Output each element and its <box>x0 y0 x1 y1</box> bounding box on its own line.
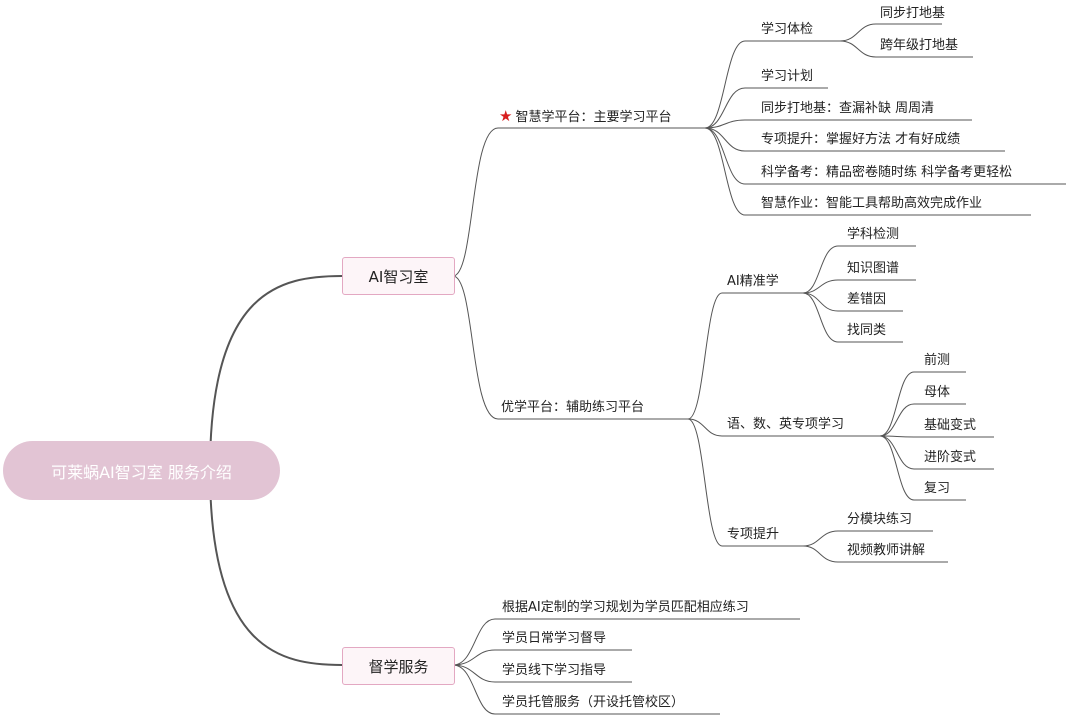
link-precise-1 <box>802 245 916 294</box>
topic-sup-plan[interactable]: 根据AI定制的学习规划为学员匹配相应练习 <box>502 599 749 617</box>
topic-homework-label: 智慧作业：智能工具帮助高效完成作业 <box>761 196 983 211</box>
topic-homework[interactable]: 智慧作业：智能工具帮助高效完成作业 <box>761 195 982 213</box>
topic-checkup-sync-label: 同步打地基 <box>880 6 946 21</box>
topic-sup-daily[interactable]: 学员日常学习督导 <box>502 630 606 648</box>
topic-exam-label: 科学备考：精品密卷随时练 科学备考更轻松 <box>761 165 1013 180</box>
topic-checkup-cross-label: 跨年级打地基 <box>880 38 959 53</box>
topic-special-video-label: 视频教师讲解 <box>847 543 926 558</box>
link-precise-4 <box>802 292 903 343</box>
topic-special-smart[interactable]: 专项提升：掌握好方法 才有好成绩 <box>761 131 960 149</box>
star-icon: ★ <box>499 107 513 125</box>
topic-subjects-review-label: 复习 <box>924 481 951 496</box>
topic-sync[interactable]: 同步打地基：查漏补缺 周周清 <box>761 100 934 118</box>
link-smart-special <box>704 127 1005 152</box>
root-topic[interactable]: 可莱蜗AI智习室 服务介绍 <box>3 441 280 500</box>
topic-precise-map[interactable]: 知识图谱 <box>847 260 899 278</box>
topic-precise-similar[interactable]: 找同类 <box>847 322 886 340</box>
link-youxue-special <box>687 418 803 547</box>
link-root-ai <box>209 275 343 471</box>
branch-ai-room-label: AI智习室 <box>368 267 429 286</box>
topic-subjects-parent-label: 母体 <box>924 385 951 400</box>
link-smart-checkup <box>704 40 840 129</box>
link-ai-youxue <box>452 275 688 420</box>
topic-special-youxue-label: 专项提升 <box>727 527 780 542</box>
topic-checkup[interactable]: 学习体检 <box>761 21 813 39</box>
branch-ai-room[interactable]: AI智习室 <box>342 257 455 295</box>
topic-subjects-pretest-label: 前测 <box>924 353 951 368</box>
topic-sup-offline[interactable]: 学员线下学习指导 <box>502 662 606 680</box>
topic-checkup-sync[interactable]: 同步打地基 <box>880 5 945 23</box>
topic-precise-similar-label: 找同类 <box>847 323 887 338</box>
topic-exam[interactable]: 科学备考：精品密卷随时练 科学备考更轻松 <box>761 164 1012 182</box>
link-subjects-5 <box>879 435 966 501</box>
topic-plan[interactable]: 学习计划 <box>761 68 813 86</box>
root-label: 可莱蜗AI智习室 服务介绍 <box>51 462 232 482</box>
link-sup-1 <box>452 618 800 666</box>
topic-precise-test[interactable]: 学科检测 <box>847 226 899 244</box>
link-smart-homework <box>704 127 1031 216</box>
topic-sync-label: 同步打地基：查漏补缺 周周清 <box>761 101 935 116</box>
topic-sup-custody-label: 学员托管服务（开设托管校区） <box>502 695 685 710</box>
topic-sup-daily-label: 学员日常学习督导 <box>502 631 607 646</box>
topic-subjects-basic[interactable]: 基础变式 <box>924 417 976 435</box>
topic-youxue-platform-label: 优学平台：辅助练习平台 <box>501 400 645 415</box>
link-smart-exam <box>704 127 1066 185</box>
link-smart-plan <box>704 87 828 129</box>
topic-precise-error-label: 差错因 <box>847 292 887 307</box>
topic-special-smart-label: 专项提升：掌握好方法 才有好成绩 <box>761 132 961 147</box>
topic-precise-label: AI精准学 <box>727 274 779 289</box>
topic-subjects-pretest[interactable]: 前测 <box>924 352 950 370</box>
topic-subjects[interactable]: 语、数、英专项学习 <box>727 416 844 434</box>
branch-supervision[interactable]: 督学服务 <box>342 647 455 685</box>
topic-special-video[interactable]: 视频教师讲解 <box>847 542 925 560</box>
link-subjects-1 <box>879 371 966 437</box>
link-ai-smart <box>452 127 705 277</box>
link-subjects-4 <box>879 435 994 470</box>
topic-precise-test-label: 学科检测 <box>847 227 900 242</box>
topic-special-module[interactable]: 分模块练习 <box>847 511 912 529</box>
link-checkup-2 <box>839 40 973 58</box>
topic-subjects-parent[interactable]: 母体 <box>924 384 950 402</box>
topic-subjects-basic-label: 基础变式 <box>924 418 977 433</box>
link-special-1 <box>802 530 933 547</box>
link-subjects-2 <box>879 403 966 437</box>
link-subjects-3 <box>879 435 994 438</box>
topic-youxue-platform[interactable]: 优学平台：辅助练习平台 <box>501 399 644 417</box>
topic-sup-custody[interactable]: 学员托管服务（开设托管校区） <box>502 694 684 712</box>
topic-precise-error[interactable]: 差错因 <box>847 291 886 309</box>
topic-smart-platform-label: 智慧学平台：主要学习平台 <box>515 110 672 125</box>
link-checkup-1 <box>839 23 942 42</box>
topic-sup-plan-label: 根据AI定制的学习规划为学员匹配相应练习 <box>502 600 749 615</box>
link-sup-4 <box>452 664 720 715</box>
topic-special-youxue[interactable]: 专项提升 <box>727 526 779 544</box>
link-special-2 <box>802 545 948 563</box>
topic-subjects-review[interactable]: 复习 <box>924 480 950 498</box>
link-precise-2 <box>802 279 916 294</box>
topic-sup-offline-label: 学员线下学习指导 <box>502 663 607 678</box>
topic-checkup-cross[interactable]: 跨年级打地基 <box>880 37 958 55</box>
topic-precise[interactable]: AI精准学 <box>727 273 779 291</box>
topic-smart-platform[interactable]: ★智慧学平台：主要学习平台 <box>499 107 671 127</box>
link-youxue-precise <box>687 292 803 420</box>
link-precise-3 <box>802 292 903 312</box>
link-youxue-subjects <box>687 418 880 437</box>
link-root-supervision <box>209 469 343 666</box>
link-smart-sync <box>704 119 972 129</box>
topic-subjects-advanced[interactable]: 进阶变式 <box>924 449 976 467</box>
branch-supervision-label: 督学服务 <box>368 657 429 676</box>
topic-precise-map-label: 知识图谱 <box>847 261 900 276</box>
topic-subjects-label: 语、数、英专项学习 <box>727 417 845 432</box>
topic-plan-label: 学习计划 <box>761 69 814 84</box>
link-sup-2 <box>452 649 632 666</box>
topic-checkup-label: 学习体检 <box>761 22 814 37</box>
topic-subjects-advanced-label: 进阶变式 <box>924 450 977 465</box>
link-sup-3 <box>452 664 632 683</box>
topic-special-module-label: 分模块练习 <box>847 512 913 527</box>
